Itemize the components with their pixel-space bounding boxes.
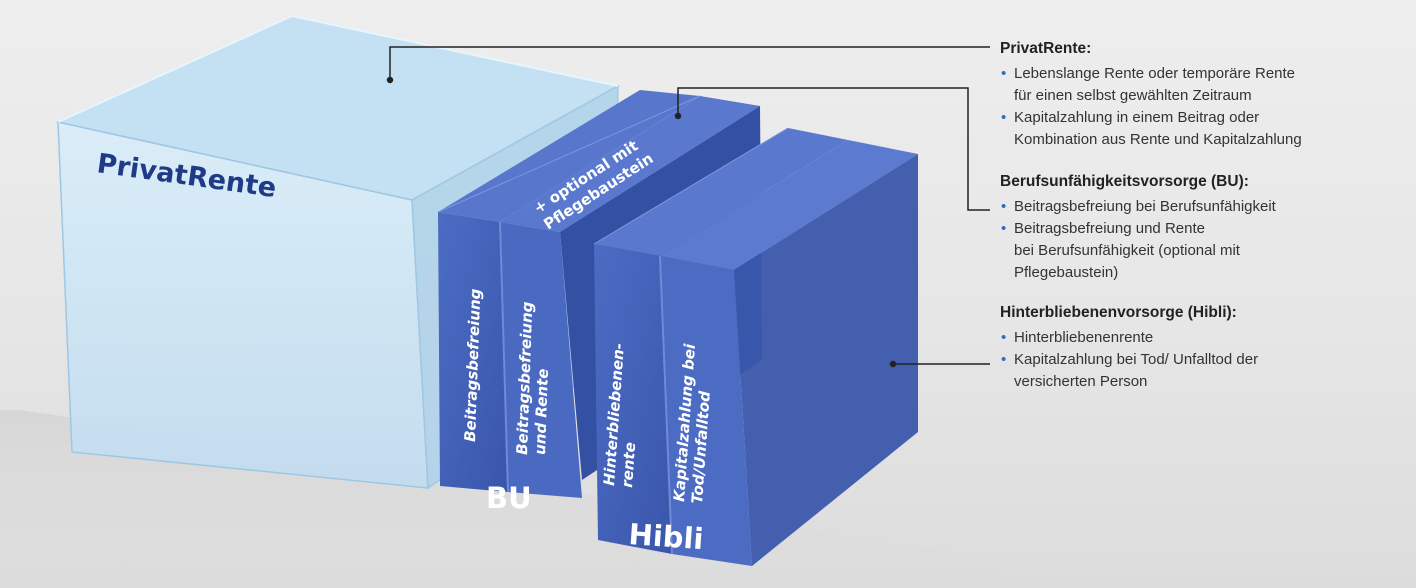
hibli-label: Hibli — [628, 517, 705, 556]
leader-bu — [677, 87, 990, 211]
bu-label: BU — [486, 481, 532, 515]
list-item: • Lebenslange Rente oder temporäre Rente … — [1000, 63, 1400, 107]
legend-bu: Berufsunfähigkeitsvorsorge (BU): • Beitra… — [1000, 173, 1400, 284]
strip-3-label-line2: rente — [618, 442, 639, 489]
legend-privatrente-title: PrivatRente: — [1000, 40, 1092, 57]
legend-item-text: Hinterbliebenenrente — [1014, 329, 1154, 346]
list-item: • Hinterbliebenenrente — [1000, 327, 1400, 349]
legend-item-text: Kapitalzahlung bei Tod/ Unfalltod der ve… — [1014, 351, 1259, 390]
legend-hibli-list: • Hinterbliebenenrente • Kapitalzahlung be… — [1000, 327, 1400, 393]
bullet-icon: • — [1001, 329, 1007, 346]
strip-2-label-line1: Beitragsbefreiung — [513, 301, 536, 455]
list-item: • Beitragsbefreiung bei Berufsunfähigkeit — [1000, 196, 1400, 218]
list-item: • Kapitalzahlung in einem Beitrag oder Ko… — [1000, 107, 1400, 151]
bullet-icon: • — [1001, 65, 1007, 82]
leader-lines — [386, 46, 990, 368]
legend-item-text: Kapitalzahlung in einem Beitrag oder Kom… — [1014, 109, 1302, 148]
legend-hibli-title: Hinterbliebenenvorsorge (Hibli): — [1000, 304, 1237, 321]
legend-panel: PrivatRente: • Lebenslange Rente oder tem… — [1000, 40, 1400, 407]
legend-hibli: Hinterbliebenenvorsorge (Hibli): • Hinter… — [1000, 304, 1400, 393]
legend-privatrente-list: • Lebenslange Rente oder temporäre Rente … — [1000, 63, 1400, 151]
list-item: • Kapitalzahlung bei Tod/ Unfalltod der v… — [1000, 349, 1400, 393]
legend-privatrente: PrivatRente: • Lebenslange Rente oder tem… — [1000, 40, 1400, 151]
legend-item-text: Beitragsbefreiung bei Berufsunfähigkeit — [1014, 198, 1276, 215]
bullet-icon: • — [1001, 351, 1007, 368]
strip-1-label: Beitragsbefreiung — [461, 288, 484, 442]
bullet-icon: • — [1001, 109, 1007, 126]
hibli-box: Hibli Hinterbliebenen- rente Kapitalzahl… — [593, 127, 918, 566]
legend-item-text: Beitragsbefreiung und Rente bei Berufsun… — [1014, 220, 1240, 281]
strip-2-label-line2: und Rente — [531, 368, 552, 455]
list-item: • Beitragsbefreiung und Rente bei Berufsu… — [1000, 218, 1400, 284]
leader-privatrente — [389, 46, 990, 80]
bullet-icon: • — [1001, 198, 1007, 215]
legend-bu-title: Berufsunfähigkeitsvorsorge (BU): — [1000, 173, 1249, 190]
legend-bu-list: • Beitragsbefreiung bei Berufsunfähigkeit… — [1000, 196, 1400, 284]
bullet-icon: • — [1001, 220, 1007, 237]
legend-item-text: Lebenslange Rente oder temporäre Rente f… — [1014, 65, 1296, 104]
